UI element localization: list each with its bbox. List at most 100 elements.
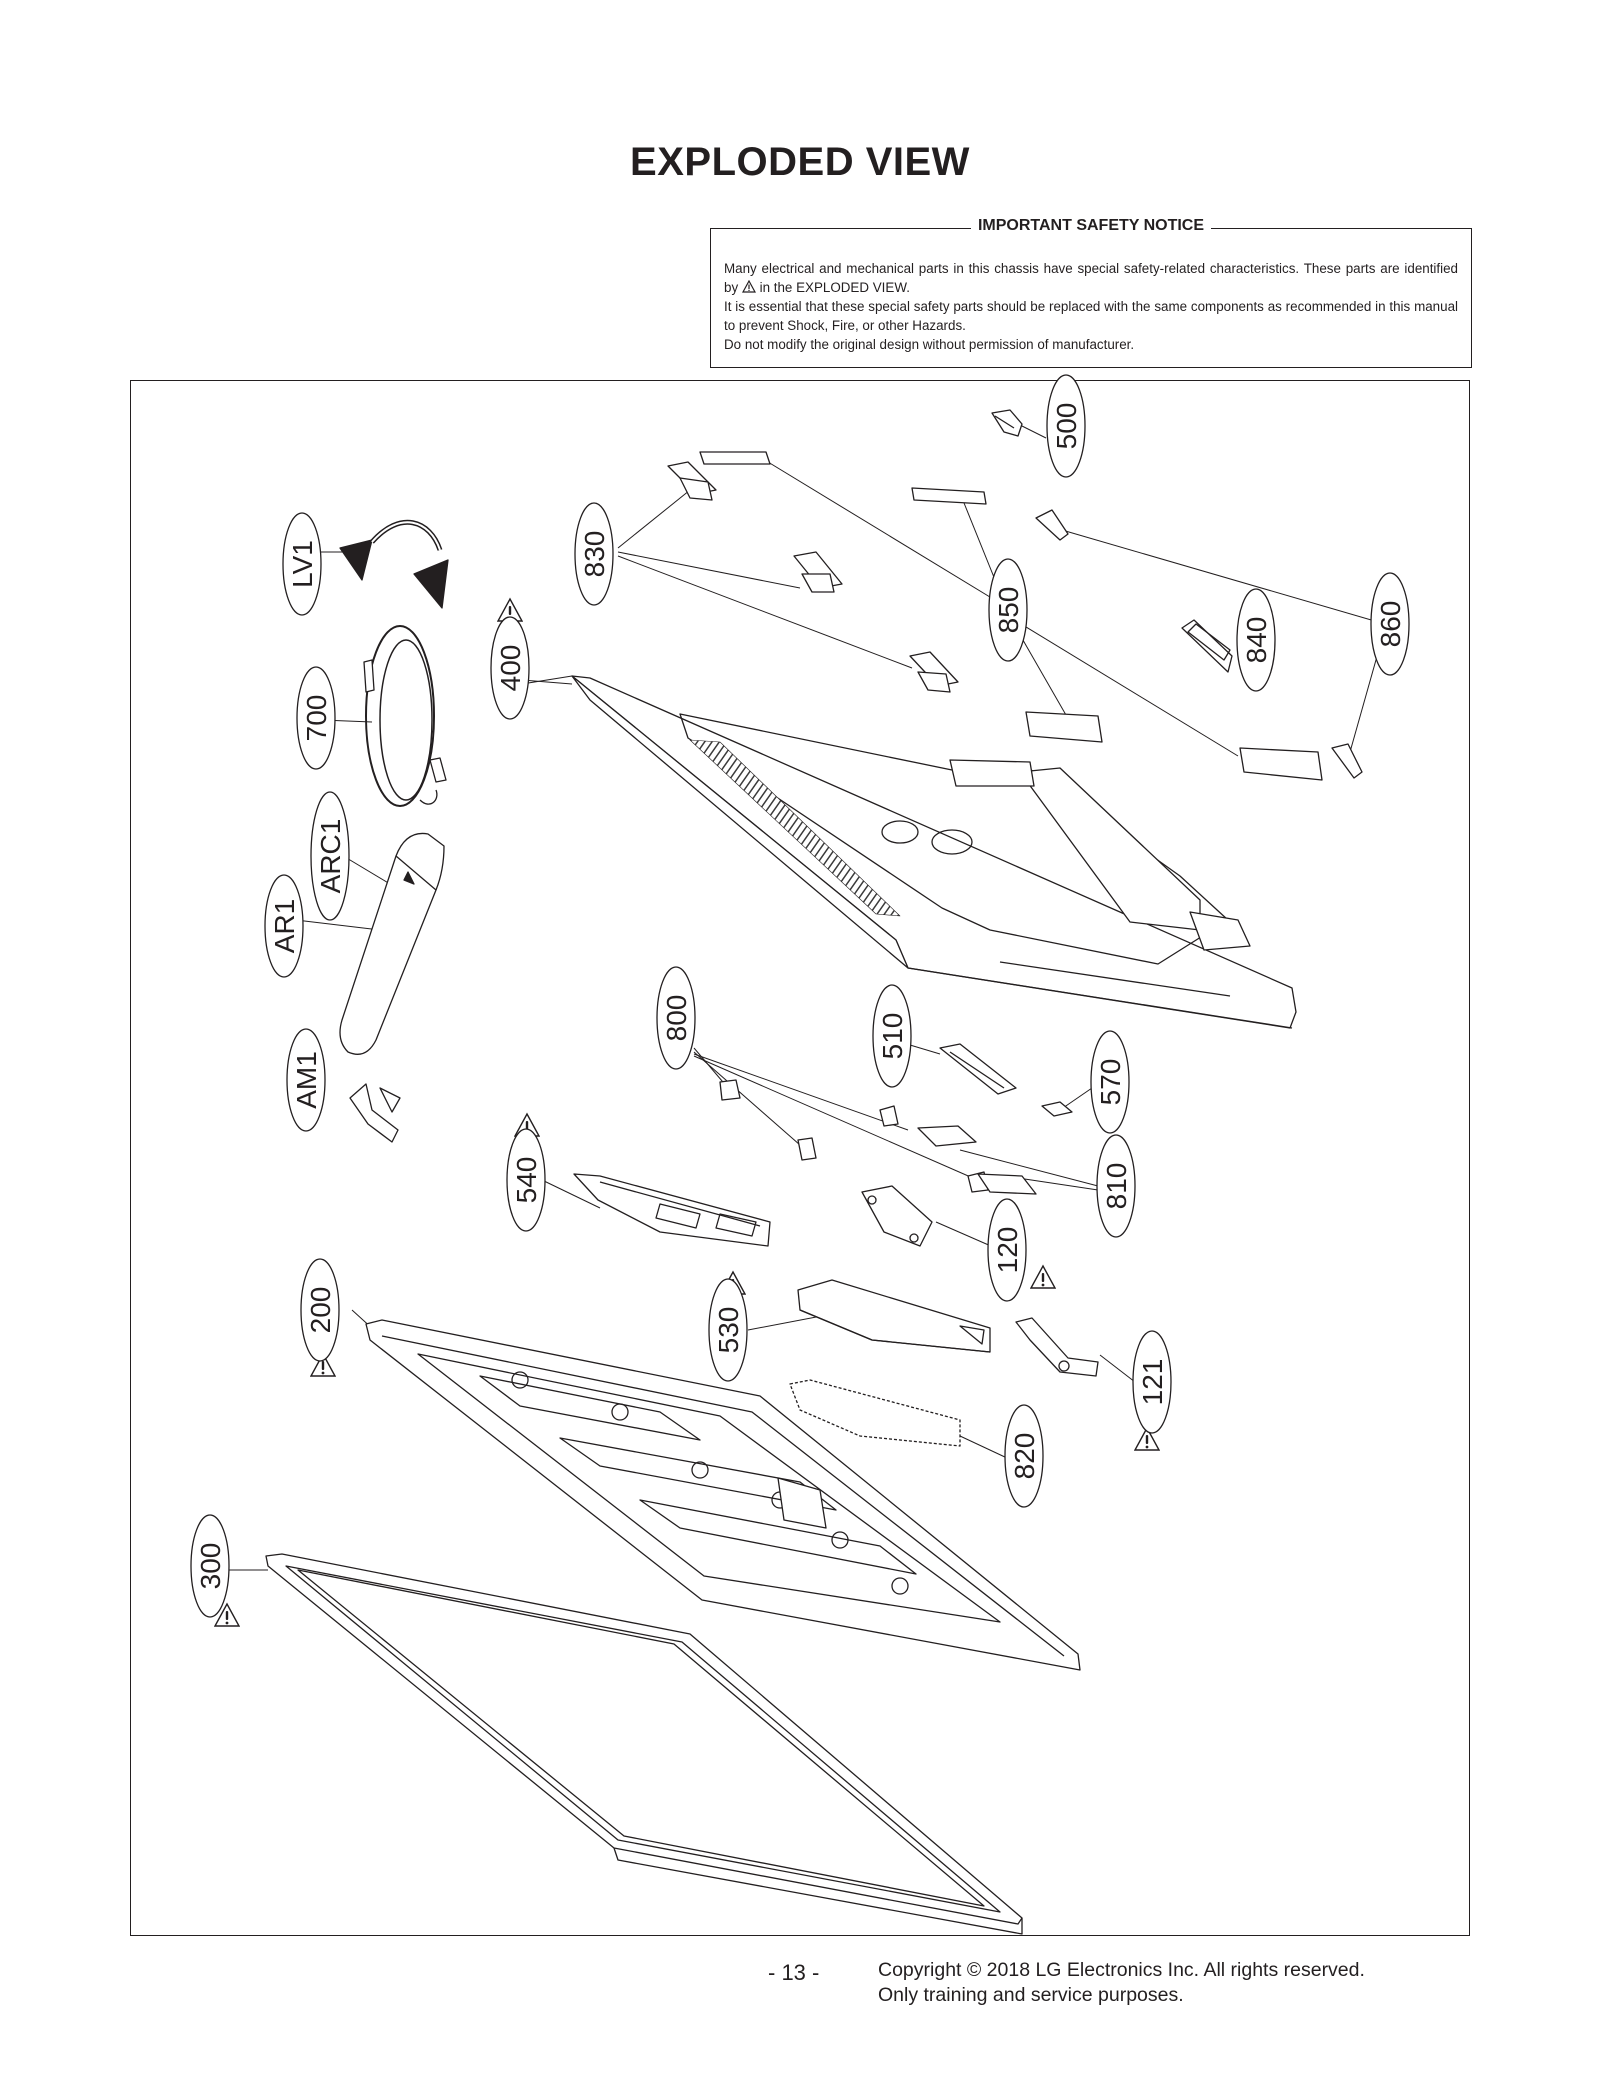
callout-label: 200 bbox=[305, 1287, 336, 1334]
callout-label: 850 bbox=[993, 587, 1024, 634]
callout-ellipse bbox=[1090, 1030, 1130, 1134]
callout-label: AM1 bbox=[291, 1051, 322, 1109]
part-lv1-cable bbox=[339, 519, 449, 609]
callout-ellipse bbox=[1046, 374, 1086, 478]
callout-ellipse bbox=[506, 1128, 546, 1232]
part-840-bracket bbox=[1181, 619, 1233, 673]
callout-800: 800 bbox=[656, 966, 696, 1070]
callout-am1: AM1 bbox=[286, 1028, 326, 1132]
callout-label: 530 bbox=[713, 1307, 744, 1354]
part-850-brackets bbox=[699, 451, 1323, 781]
safety-notice: IMPORTANT SAFETY NOTICE Many electrical … bbox=[710, 217, 1472, 368]
callout-label: 860 bbox=[1375, 601, 1406, 648]
callout-ellipse bbox=[300, 1258, 340, 1362]
callout-121: 121 bbox=[1132, 1330, 1172, 1434]
callout-810: 810 bbox=[1096, 1134, 1136, 1238]
callout-label: 700 bbox=[301, 695, 332, 742]
part-820-insulator bbox=[789, 1379, 961, 1447]
part-121-speaker bbox=[1015, 1317, 1099, 1377]
callout-ellipse bbox=[708, 1278, 748, 1382]
callout-ellipse bbox=[264, 874, 304, 978]
callout-label: ARC1 bbox=[315, 819, 346, 894]
callout-label: 840 bbox=[1241, 617, 1272, 664]
callout-label: 820 bbox=[1009, 1433, 1040, 1480]
safety-notice-body: Many electrical and mechanical parts in … bbox=[724, 259, 1458, 354]
callout-ellipse bbox=[296, 666, 336, 770]
part-570-sheet bbox=[1041, 1101, 1073, 1117]
part-510-board bbox=[939, 1043, 1017, 1095]
callout-700: 700 bbox=[296, 666, 336, 770]
callout-120: 120 bbox=[987, 1198, 1027, 1302]
callout-ellipse bbox=[310, 791, 350, 921]
callout-ellipse bbox=[574, 502, 614, 606]
callout-200: 200 bbox=[300, 1258, 340, 1362]
part-700-power-cord bbox=[363, 625, 447, 807]
callout-ellipse bbox=[1370, 572, 1410, 676]
footer-copyright: Copyright © 2018 LG Electronics Inc. All… bbox=[878, 1958, 1365, 2008]
callout-ellipse bbox=[490, 616, 530, 720]
callout-300: 300 bbox=[190, 1514, 230, 1618]
part-830-brackets bbox=[667, 461, 959, 693]
callout-530: 530 bbox=[708, 1278, 748, 1382]
callout-400: 400 bbox=[490, 616, 530, 720]
callout-ellipse bbox=[1236, 588, 1276, 692]
callout-ellipse bbox=[987, 1198, 1027, 1302]
callout-ellipse bbox=[282, 512, 322, 616]
callout-ellipse bbox=[872, 984, 912, 1088]
part-am1-bracket bbox=[349, 1083, 401, 1143]
callout-label: 800 bbox=[661, 995, 692, 1042]
callout-label: AR1 bbox=[269, 899, 300, 953]
callout-label: 540 bbox=[511, 1157, 542, 1204]
part-400-back-cover bbox=[571, 675, 1297, 1029]
callout-ellipse bbox=[1132, 1330, 1172, 1434]
part-300-bezel bbox=[265, 1553, 1023, 1935]
callout-540: 540 bbox=[506, 1128, 546, 1232]
callout-label: 120 bbox=[992, 1227, 1023, 1274]
callout-label: 500 bbox=[1051, 403, 1082, 450]
part-860-clips bbox=[1035, 509, 1363, 779]
copyright-line: Copyright © 2018 LG Electronics Inc. All… bbox=[878, 1959, 1365, 1981]
part-200-chassis-frame bbox=[365, 1319, 1081, 1671]
callout-570: 570 bbox=[1090, 1030, 1130, 1134]
callout-820: 820 bbox=[1004, 1404, 1044, 1508]
safety-notice-line-3: Do not modify the original design withou… bbox=[724, 337, 1135, 352]
callout-ellipse bbox=[1004, 1404, 1044, 1508]
safety-notice-line-1: Many electrical and mechanical parts in … bbox=[724, 261, 1458, 295]
callout-label: 121 bbox=[1137, 1359, 1168, 1406]
warning-triangle-icon bbox=[741, 280, 756, 293]
callout-500: 500 bbox=[1046, 374, 1086, 478]
callout-label: 570 bbox=[1095, 1059, 1126, 1106]
part-500-clip bbox=[991, 409, 1023, 437]
callout-label: 510 bbox=[877, 1013, 908, 1060]
callout-850: 850 bbox=[988, 558, 1028, 662]
purpose-line: Only training and service purposes. bbox=[878, 1984, 1184, 2006]
callout-label: 400 bbox=[495, 645, 526, 692]
callout-ellipse bbox=[988, 558, 1028, 662]
callout-840: 840 bbox=[1236, 588, 1276, 692]
callout-arc1: ARC1 bbox=[310, 791, 350, 921]
callout-ellipse bbox=[1096, 1134, 1136, 1238]
callout-ar1: AR1 bbox=[264, 874, 304, 978]
safety-notice-heading: IMPORTANT SAFETY NOTICE bbox=[711, 217, 1471, 235]
callout-ellipse bbox=[190, 1514, 230, 1618]
part-800-connectors bbox=[719, 1079, 989, 1193]
page-number: - 13 - bbox=[768, 1960, 820, 1985]
part-810-buttons bbox=[917, 1125, 1037, 1195]
part-120-speaker bbox=[861, 1185, 933, 1247]
callout-lv1: LV1 bbox=[282, 512, 322, 616]
callout-label: 300 bbox=[195, 1543, 226, 1590]
safety-notice-line-2: It is essential that these special safet… bbox=[724, 299, 1458, 333]
part-ar1-remote bbox=[339, 832, 445, 1055]
warning-triangle-icon bbox=[1030, 1265, 1056, 1289]
callout-label: 810 bbox=[1101, 1163, 1132, 1210]
callout-label: LV1 bbox=[287, 540, 318, 588]
drawing-frame bbox=[130, 380, 1470, 1936]
callout-510: 510 bbox=[872, 984, 912, 1088]
callout-ellipse bbox=[656, 966, 696, 1070]
part-540-main-board bbox=[573, 1173, 771, 1247]
part-530-power-board bbox=[797, 1279, 991, 1353]
callout-860: 860 bbox=[1370, 572, 1410, 676]
callout-label: 830 bbox=[579, 531, 610, 578]
